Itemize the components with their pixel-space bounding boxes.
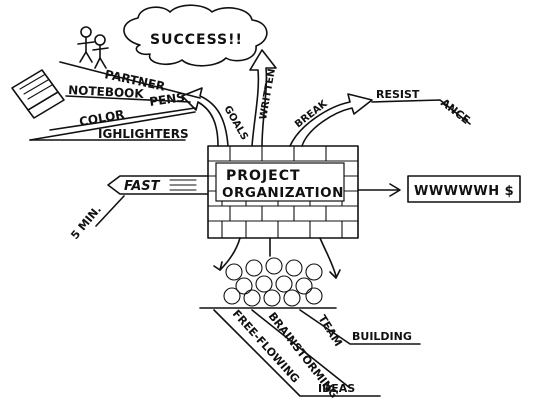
resistance-line [371,99,471,125]
wwwwwh-box: WWWWWH $ [407,175,521,203]
goals-label: GOALS [221,104,249,142]
fast-pencil-icon: FAST [107,175,209,195]
notebook-icon [11,69,65,119]
left-branch-lines [29,61,201,141]
success-text: SUCCESS!! [150,32,243,48]
notebook-label: NOTEBOOK [68,83,145,101]
resist-label: RESIST [376,88,420,101]
center-title-line2: ORGANIZATION [222,185,344,201]
highlighters-label: IGHLIGHTERS [98,127,189,141]
center-title-line1: PROJECT [226,168,301,184]
written-label: WRITTEN [258,68,278,121]
team-faces-icon [223,257,323,307]
success-cloud: SUCCESS!! [123,4,268,67]
ance-label: ANCE [438,96,472,127]
break-arrow: BREAK [289,93,373,147]
team-arrows [213,237,341,279]
team-label: TEAM [315,313,344,349]
wwwwwh-label: WWWWWH $ [414,184,514,199]
written-arrow: WRITTEN [249,49,278,147]
break-label: BREAK [293,98,330,131]
bottom-branch-lines [213,309,421,397]
building-label: BUILDING [352,330,412,343]
partner-figures-icon [77,26,109,69]
pens-label: PENS [148,90,185,109]
ideas-label: IDEAS [318,382,355,395]
project-organization-wall: PROJECT ORGANIZATION [207,145,359,239]
five-min-line [95,195,125,227]
right-arrow [357,183,401,197]
fast-label: FAST [124,179,161,194]
